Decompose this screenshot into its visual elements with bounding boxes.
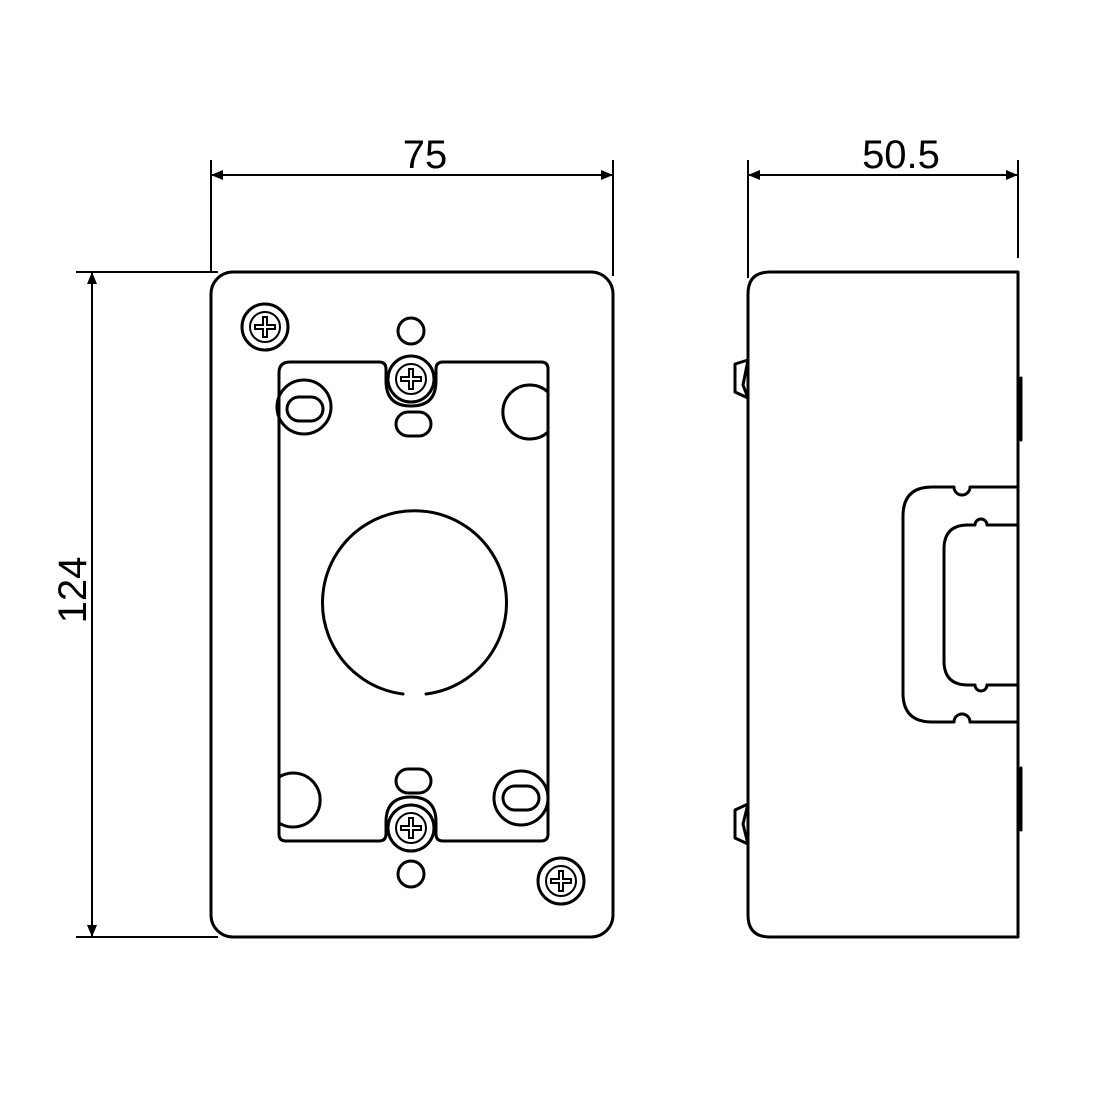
front-center-hole — [321, 509, 508, 696]
front-slot-bottom — [394, 767, 433, 795]
side-channel-outer — [901, 485, 1020, 724]
front-hole-lower-right — [492, 769, 550, 827]
front-slot-lower-right — [501, 784, 541, 812]
front-width-dimension: 75 — [210, 133, 614, 276]
front-height-dimension: 124 — [51, 271, 218, 938]
front-view — [209, 270, 615, 939]
side-clip-top — [733, 358, 750, 400]
phillips-screw-icon — [240, 302, 290, 352]
front-height-label: 124 — [51, 557, 95, 624]
side-view — [733, 270, 1023, 939]
phillips-screw-icon — [386, 803, 436, 853]
side-clip-bottom — [733, 802, 750, 846]
front-slot-top — [394, 410, 433, 438]
front-slot-upper-left — [285, 395, 325, 423]
side-depth-dimension: 50.5 — [747, 133, 1019, 278]
front-hole-upper-right — [501, 383, 550, 441]
phillips-screw-icon — [386, 354, 436, 404]
side-depth-label: 50.5 — [862, 133, 940, 177]
side-channel-inner — [942, 517, 1020, 693]
side-outline — [746, 270, 1020, 939]
front-hole-lower-left — [277, 771, 322, 829]
phillips-screw-icon — [536, 856, 586, 906]
front-inner-bracket — [277, 360, 550, 843]
front-outer-plate — [209, 270, 615, 939]
front-small-hole-bottom — [396, 859, 426, 889]
front-small-hole-top — [396, 316, 426, 346]
front-hole-upper-left — [275, 378, 333, 436]
front-width-label: 75 — [403, 133, 448, 177]
